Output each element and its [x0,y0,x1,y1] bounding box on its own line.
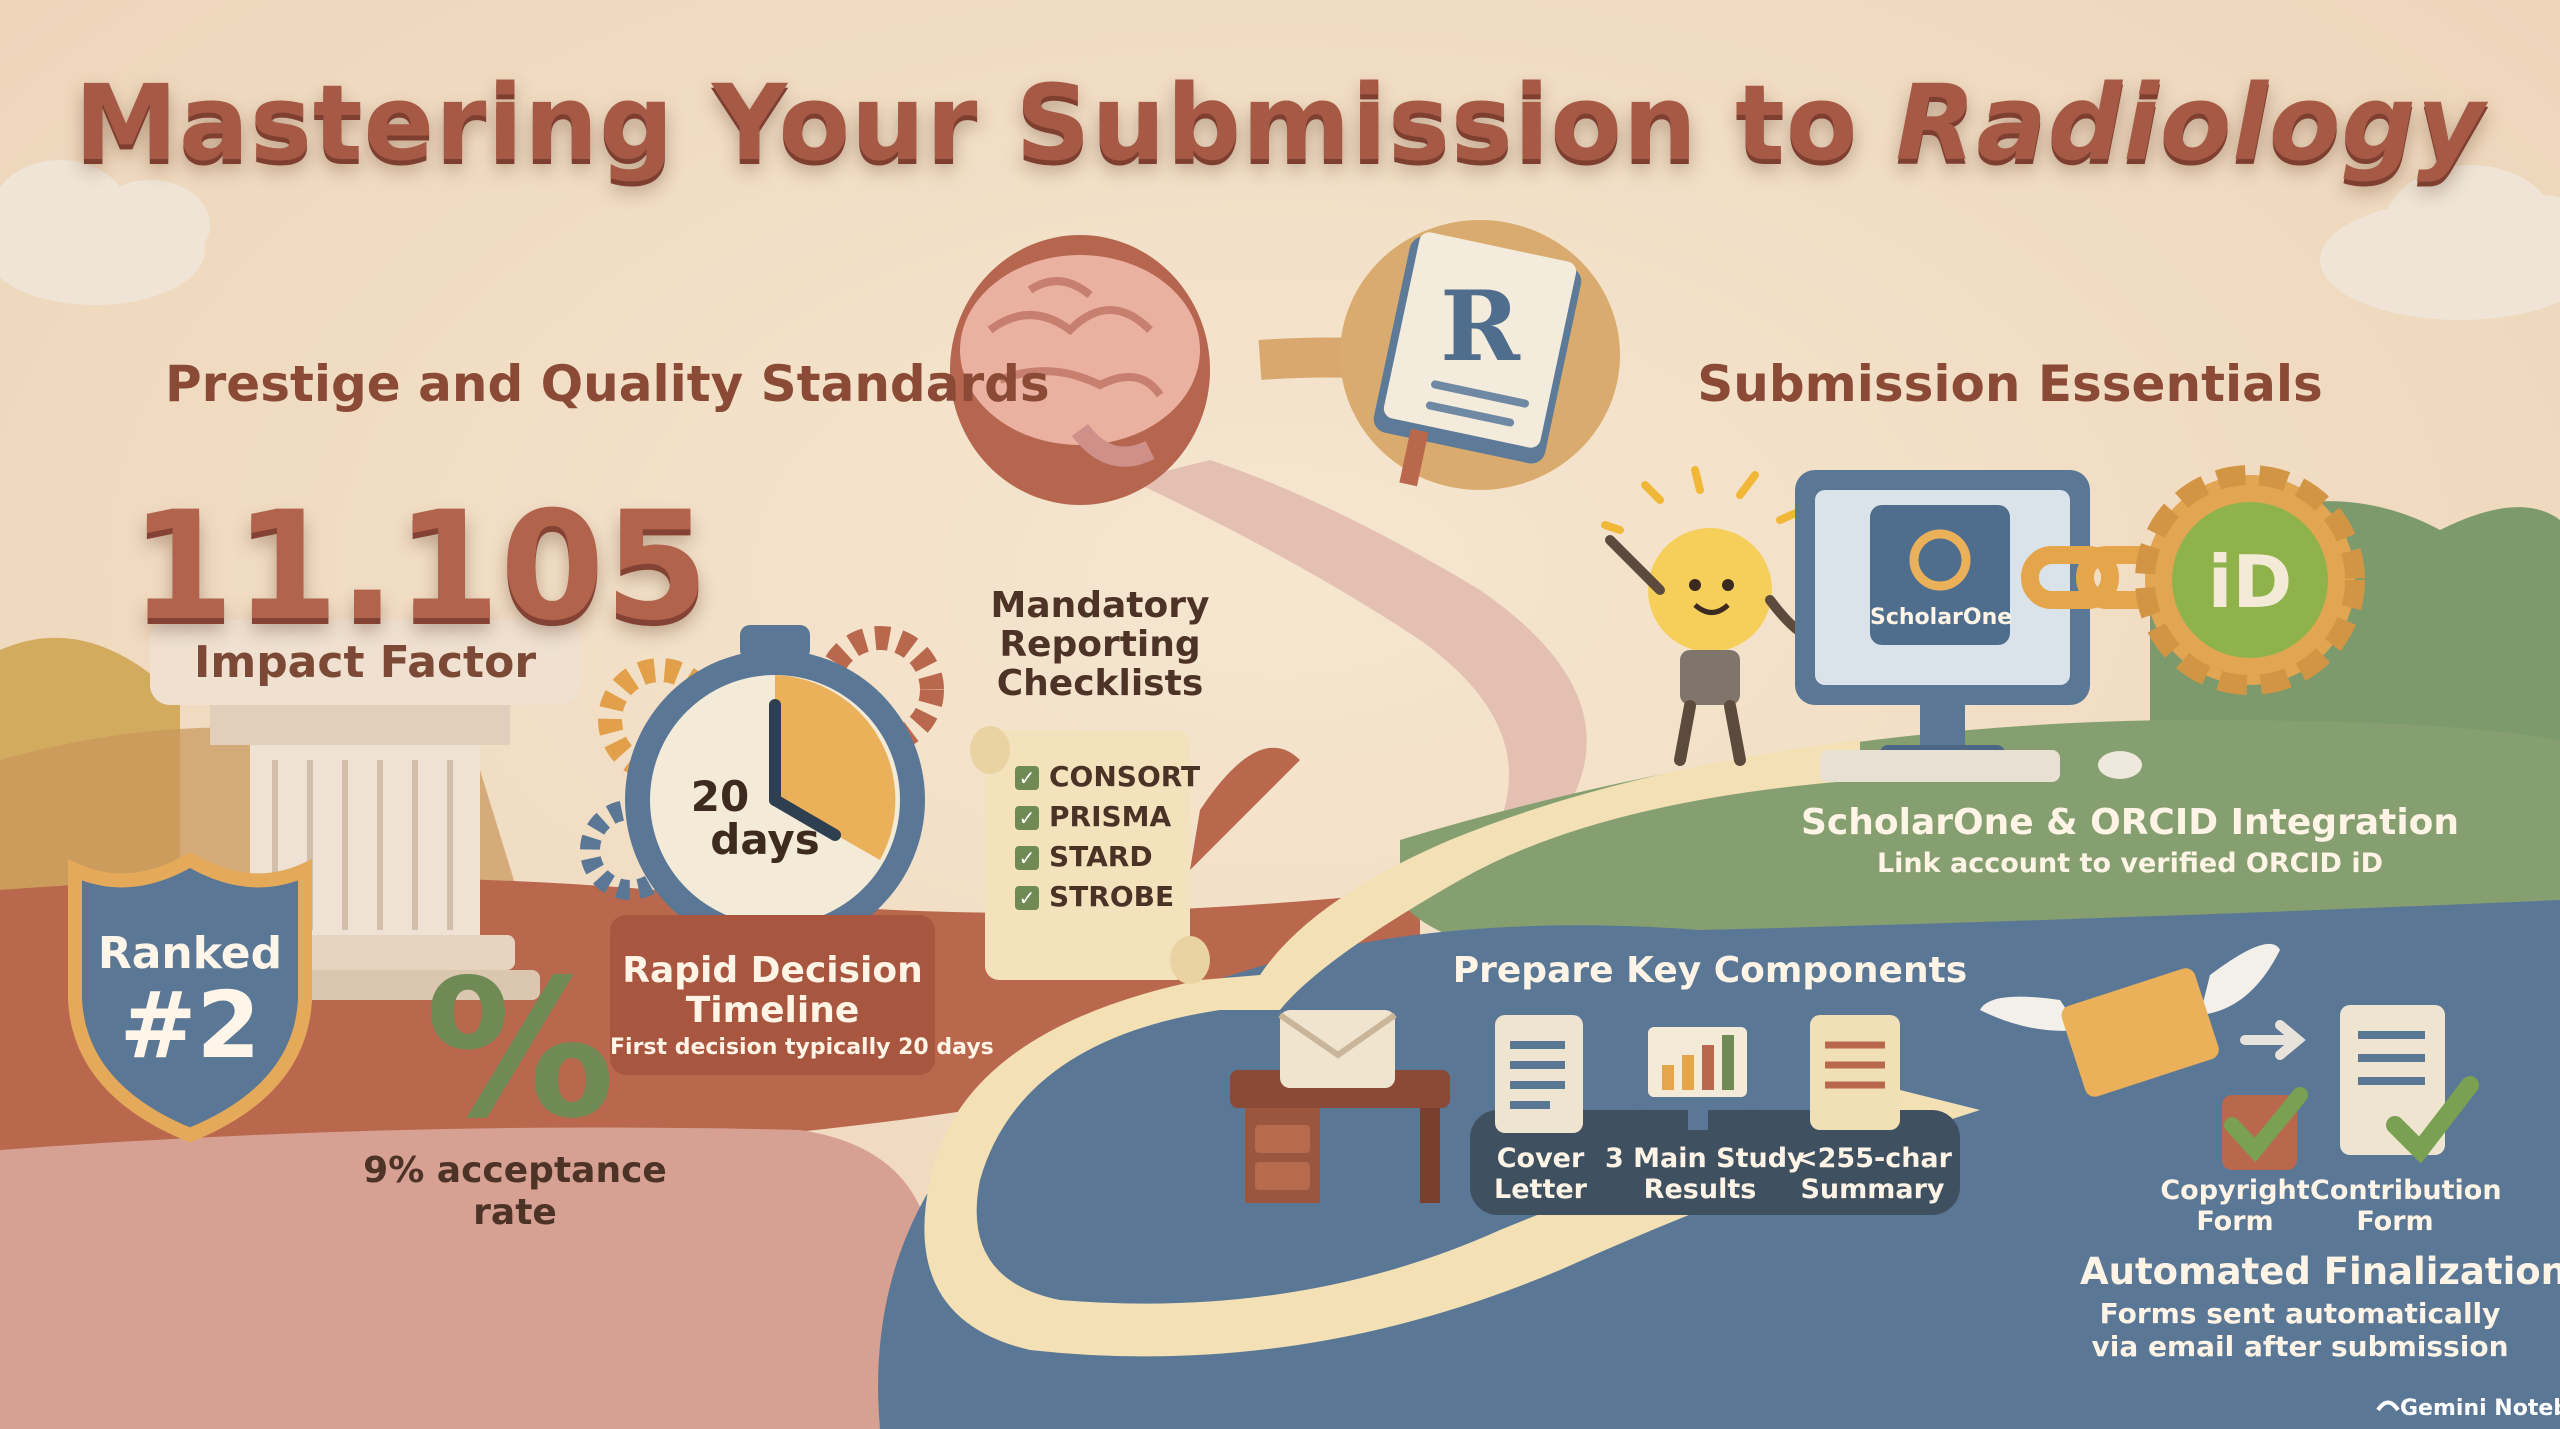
checklist-title-line2: Reporting [999,624,1201,665]
integration-title: ScholarOne & ORCID Integration [1800,802,2460,843]
rank-value: #2 [119,972,261,1079]
arrow-icon [2240,1020,2306,1060]
integration-subtitle: Link account to verified ORCID iD [1876,848,2384,879]
lightbulb-icon [1601,466,1825,766]
envelope-icon [1278,1010,1397,1088]
timer-unit: days [710,815,820,864]
checklist-item: ✓CONSORT [1015,760,1200,793]
gemini-logo-icon [2376,1400,2400,1412]
summary-scroll-icon [1810,1015,1900,1130]
cloud-right-icon [2320,165,2560,320]
acceptance-rate-line2: rate [473,1192,557,1233]
timeline-title-line1: Rapid Decision [622,950,923,991]
book-letter: R [1440,270,1520,383]
monitor-icon [1795,470,2142,782]
stopwatch-icon [625,625,925,950]
results-chart-icon [1635,1015,1760,1130]
impact-factor-value: 11.105 [130,480,709,654]
final-subtitle-line2: via email after submission [2091,1330,2509,1363]
brain-icon [950,235,1382,505]
checklist-title-line3: Checklists [996,663,1204,704]
mouse-icon [2098,751,2142,779]
components-plate [1470,1110,1960,1215]
contribution-form-icon [2340,1005,2479,1164]
checklist-item: ✓PRISMA [1015,800,1171,833]
timeline-title-line2: Timeline [685,990,860,1031]
copyright-form-icon [2222,1087,2308,1170]
final-subtitle-line1: Forms sent automatically [2099,1297,2501,1330]
section-heading-essentials: Submission Essentials [1697,355,2323,413]
checklist-item: ✓STARD [1015,840,1153,873]
cloud-left-icon [0,160,210,305]
acceptance-symbol: % [424,939,616,1160]
orcid-label: iD [2207,540,2293,624]
orcid-icon [2135,465,2365,695]
prepare-title: Prepare Key Components [1452,950,1968,991]
shield-icon [68,851,312,1143]
checklist-title-line1: Mandatory [990,585,1210,626]
scroll-icon [970,726,1300,984]
rank-label: Ranked [97,928,283,979]
section-heading-prestige: Prestige and Quality Standards [165,355,1050,413]
final-title: Automated Finalization [2080,1250,2560,1293]
impact-factor-label: Impact Factor [193,637,537,688]
keyboard-icon [1820,750,2060,782]
page-title: Mastering Your Submission to Radiology [74,62,2486,184]
book-icon [1340,220,1620,490]
scholarone-label: ScholarOne [1870,605,2013,630]
timeline-block [610,915,935,1075]
winged-envelope-icon [1980,943,2280,1097]
cover-letter-icon [1495,1015,1583,1133]
acceptance-rate-line1: 9% acceptance [363,1150,667,1191]
footer-brand: Gemini Notebook [2400,1396,2560,1421]
timer-value: 20 [690,772,750,821]
checklist-item: ✓STROBE [1015,880,1174,913]
timeline-subtitle: First decision typically 20 days [610,1035,994,1060]
